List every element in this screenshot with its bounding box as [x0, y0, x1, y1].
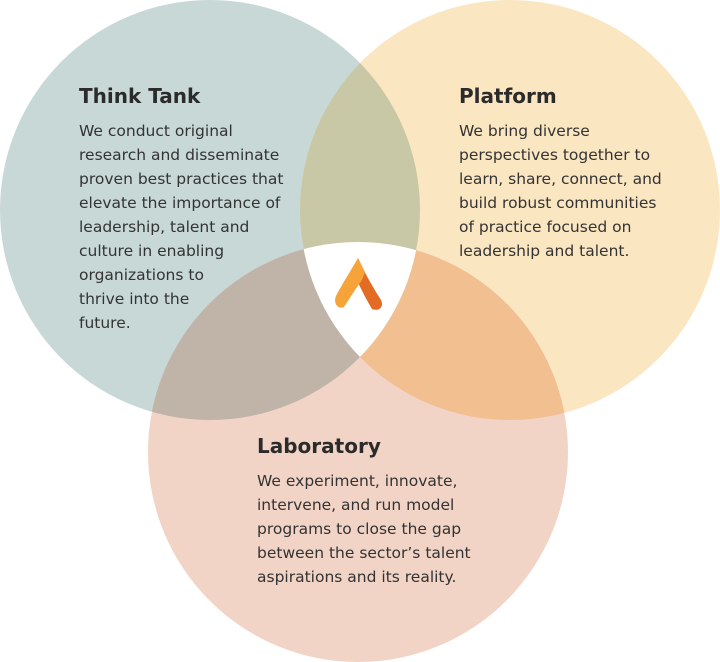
platform-section: Platform We bring diverse perspectives t… [459, 83, 689, 263]
think-tank-description: We conduct original research and dissemi… [79, 122, 284, 332]
platform-description: We bring diverse perspectives together t… [459, 122, 662, 260]
flame-chevron-logo-icon [335, 258, 382, 310]
think-tank-laboratory-overlap [148, 242, 420, 420]
platform-laboratory-overlap [300, 242, 568, 420]
think-tank-section: Think Tank We conduct original research … [79, 83, 319, 335]
laboratory-title: Laboratory [257, 434, 381, 458]
laboratory-description: We experiment, innovate, intervene, and … [257, 472, 471, 586]
laboratory-section: Laboratory We experiment, innovate, inte… [257, 433, 532, 589]
think-tank-title: Think Tank [79, 84, 201, 108]
logo-left-flame [335, 258, 365, 308]
platform-title: Platform [459, 84, 557, 108]
